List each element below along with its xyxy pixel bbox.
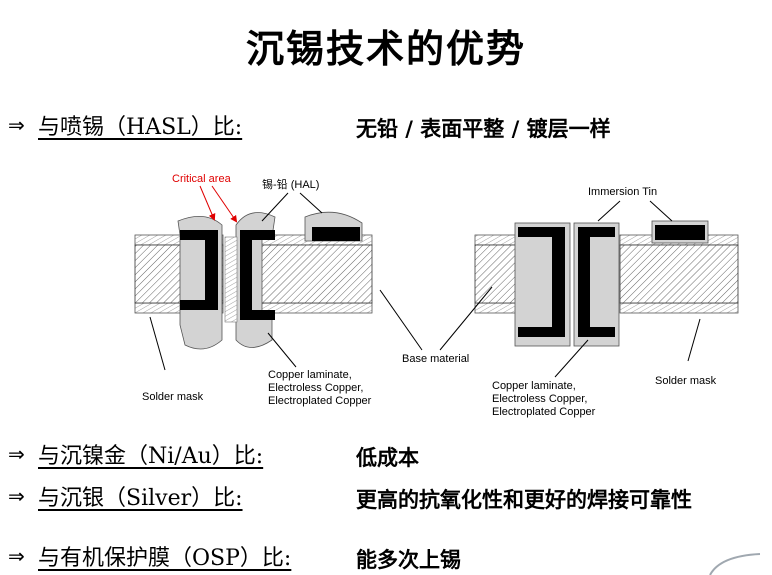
- copper-left-line-2: Electroless Copper,: [268, 382, 363, 394]
- comparison-label: 与有机保护膜（OSP）比:: [38, 546, 292, 571]
- arrow-icon: ⇒: [8, 484, 25, 508]
- page-title: 沉锡技术的优势: [245, 26, 526, 71]
- comparison-label: 与沉镍金（Ni/Au）比:: [38, 444, 264, 469]
- arrow-icon: ⇒: [8, 442, 25, 466]
- arrow-icon: ⇒: [8, 544, 25, 568]
- comparison-row-osp: ⇒ 与有机保护膜（OSP）比:: [8, 539, 291, 573]
- comparison-value: 无铅 / 表面平整 / 镀层一样: [356, 117, 611, 141]
- comparison-row-niau: ⇒ 与沉镍金（Ni/Au）比:: [8, 437, 263, 471]
- copper-left-line-3: Electroplated Copper: [268, 395, 372, 407]
- comparison-value: 更高的抗氧化性和更好的焊接可靠性: [356, 488, 692, 512]
- comparison-label: 与沉银（Silver）比:: [38, 486, 243, 511]
- copper-right-line-2: Electroless Copper,: [492, 393, 587, 405]
- hal-label: 锡-铅 (HAL): [262, 177, 319, 191]
- comparison-value: 低成本: [356, 446, 419, 470]
- right-board: [474, 220, 739, 347]
- comparison-row-silver: ⇒ 与沉银（Silver）比:: [8, 479, 243, 513]
- copper-right-line-1: Copper laminate,: [492, 380, 576, 392]
- arrow-icon: ⇒: [8, 113, 25, 137]
- copper-left-line-1: Copper laminate,: [268, 369, 352, 381]
- comparison-row-hasl: ⇒ 与喷锡（HASL）比:: [8, 108, 242, 142]
- copper-right-line-3: Electroplated Copper: [492, 406, 596, 418]
- immersion-tin-label: Immersion Tin: [588, 186, 657, 198]
- pcb-cross-section-diagram: Critical area 锡-铅 (HAL) Immersion Tin Ba…: [134, 173, 739, 418]
- comparison-value: 能多次上锡: [356, 548, 461, 572]
- comparison-label: 与喷锡（HASL）比:: [38, 115, 243, 140]
- left-board: [134, 211, 373, 350]
- corner-decoration-icon: [709, 553, 761, 575]
- base-material-label: Base material: [402, 353, 469, 365]
- solder-mask-left-label: Solder mask: [142, 391, 204, 403]
- critical-area-label: Critical area: [172, 173, 232, 185]
- solder-mask-right-label: Solder mask: [655, 375, 717, 387]
